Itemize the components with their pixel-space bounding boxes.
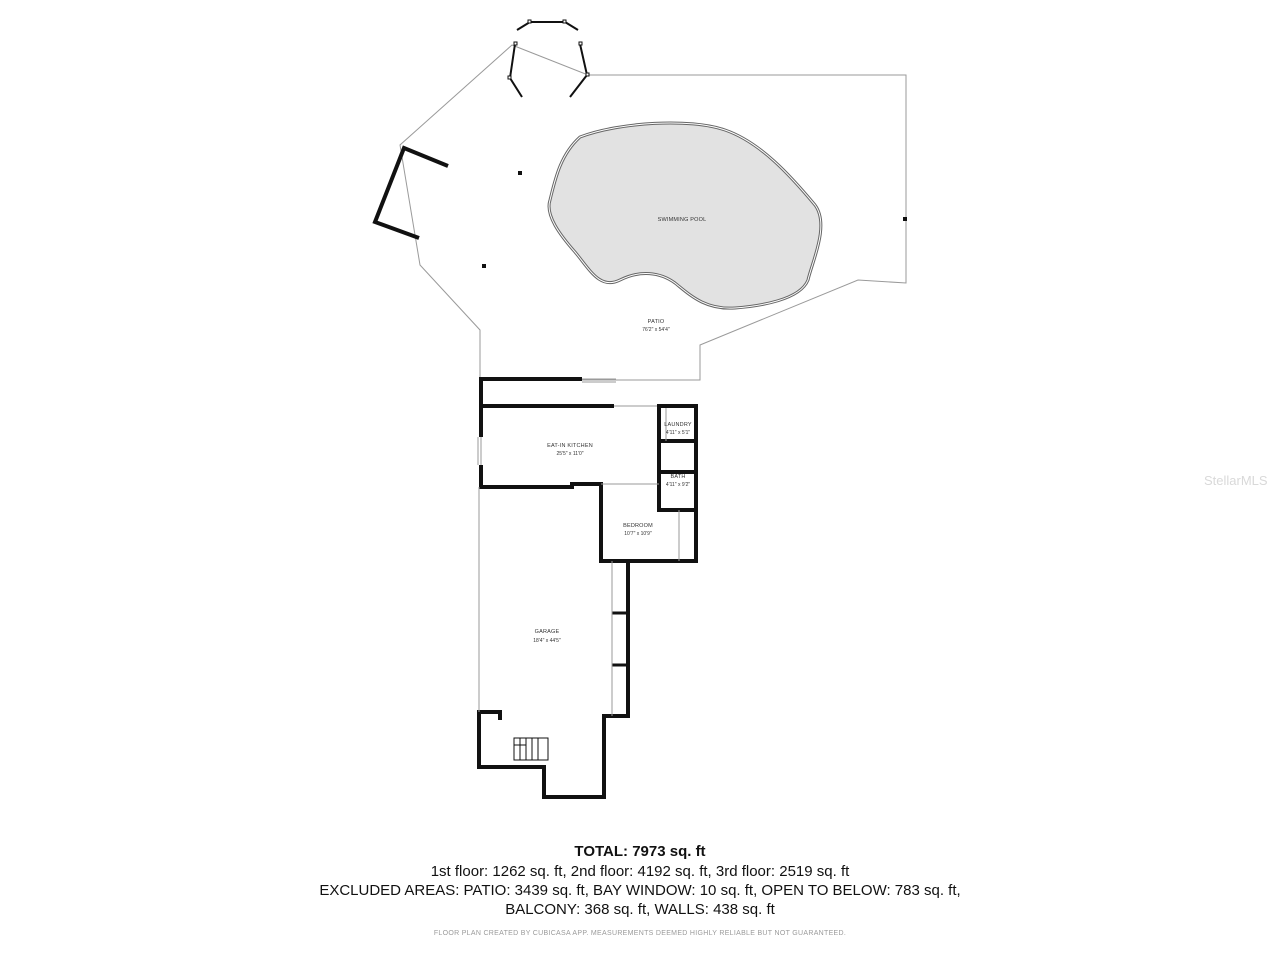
floor-areas: 1st floor: 1262 sq. ft, 2nd floor: 4192 … <box>430 863 850 880</box>
bath-dims: 4'11" x 9'2" <box>666 482 690 488</box>
patio-label: PATIO <box>648 319 665 325</box>
house-walls <box>477 377 698 799</box>
column-post <box>482 264 486 268</box>
watermark: StellarMLS <box>1204 473 1268 488</box>
floor-plan: SWIMMING POOL PATIO 76'2" x 54'4" EAT-IN… <box>372 19 907 799</box>
garage-dims: 18'4" x 44'5" <box>533 638 561 644</box>
disclaimer: FLOOR PLAN CREATED BY CUBICASA APP. MEAS… <box>433 930 847 937</box>
bath-label: BATH <box>670 474 685 480</box>
patio-outline <box>399 44 907 381</box>
column-post <box>903 217 907 221</box>
patio-dims: 76'2" x 54'4" <box>642 327 670 333</box>
laundry-dims: 4'11" x 5'1" <box>666 430 690 436</box>
balcony-wall <box>372 145 449 240</box>
garage-label: GARAGE <box>535 629 560 635</box>
total-area: TOTAL: 7973 sq. ft <box>574 843 706 860</box>
bedroom-dims: 10'7" x 10'9" <box>624 531 652 537</box>
column-post <box>518 171 522 175</box>
kitchen-label: EAT-IN KITCHEN <box>547 443 593 449</box>
kitchen-dims: 25'5" x 11'0" <box>556 451 583 457</box>
swimming-pool <box>547 121 823 310</box>
laundry-label: LAUNDRY <box>664 422 692 428</box>
pool-label: SWIMMING POOL <box>658 217 707 223</box>
excluded-areas-line-2: BALCONY: 368 sq. ft, WALLS: 438 sq. ft <box>505 901 775 918</box>
excluded-areas-line-1: EXCLUDED AREAS: PATIO: 3439 sq. ft, BAY … <box>319 882 961 899</box>
stairs <box>513 737 549 761</box>
bedroom-label: BEDROOM <box>623 523 653 529</box>
